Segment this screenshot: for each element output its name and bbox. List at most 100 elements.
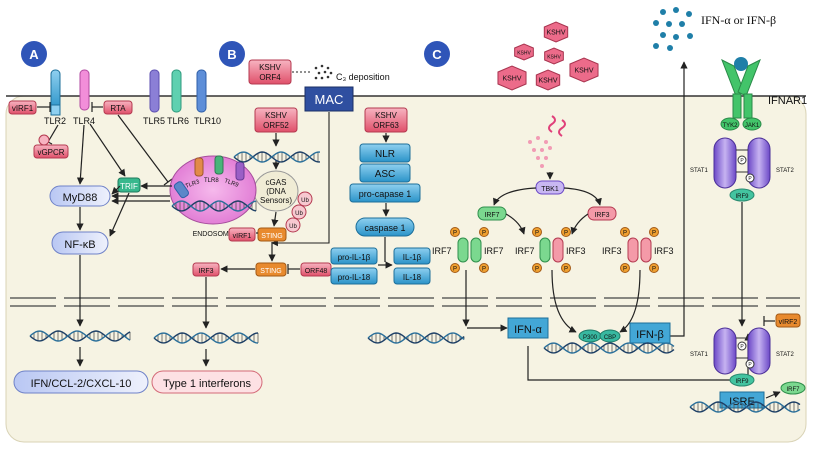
- svg-text:IRF7: IRF7: [432, 246, 452, 256]
- arrows-ifn: [738, 202, 775, 327]
- svg-text:P: P: [740, 344, 744, 350]
- svg-text:IRF9: IRF9: [735, 379, 749, 385]
- isre-arrow: [765, 391, 781, 399]
- panel-a-marker: A: [21, 41, 47, 67]
- svg-text:IFN/CCL-2/CXCL-10: IFN/CCL-2/CXCL-10: [31, 378, 132, 390]
- tlr5-label: TLR5: [143, 116, 165, 126]
- phosphate-label: P: [564, 266, 568, 272]
- kshv-virion-label: KSHV: [502, 76, 521, 83]
- svg-text:MAC: MAC: [315, 92, 344, 107]
- svg-text:IFN-β: IFN-β: [636, 329, 664, 341]
- ifnar1-label: IFNAR1: [768, 95, 807, 107]
- pro-caspase-1: pro-capase 1: [349, 183, 421, 203]
- svg-text:STING: STING: [260, 268, 281, 275]
- arrows-inflam: [378, 133, 393, 269]
- tlr5-receptor: [149, 69, 160, 113]
- svg-text:KSHV: KSHV: [375, 111, 397, 120]
- kshv-orf63: KSHV ORF63: [364, 107, 408, 133]
- mac-arrow: [271, 112, 330, 247]
- dna-helix-endosome: [171, 200, 257, 212]
- svg-text:IRF9: IRF9: [735, 194, 749, 200]
- svg-text:IRF7: IRF7: [786, 387, 800, 393]
- svg-text:IL-18: IL-18: [403, 273, 422, 282]
- svg-text:IRF7: IRF7: [515, 246, 535, 256]
- svg-text:A: A: [29, 47, 39, 62]
- svg-text:TLR3: TLR3: [185, 179, 201, 190]
- svg-text:STAT1: STAT1: [690, 168, 708, 174]
- arrows-a: [76, 123, 130, 367]
- irf3-dimer: IRF3 IRF3: [602, 237, 674, 263]
- sting-active: STING: [255, 262, 287, 277]
- virf1-protein-b: vIRF1: [228, 227, 256, 242]
- ifn-beta-gene: IFN-β: [629, 322, 671, 344]
- dna-helix-isre: [689, 401, 801, 413]
- output-a: IFN/CCL-2/CXCL-10: [13, 370, 149, 394]
- svg-text:Ub: Ub: [295, 211, 303, 217]
- panel-b-marker: B: [219, 41, 245, 67]
- svg-text:STAT2: STAT2: [776, 168, 794, 174]
- svg-text:ASC: ASC: [375, 169, 396, 180]
- tbk1-protein: TBK1: [535, 180, 565, 195]
- dna-helix-c-left: [367, 332, 465, 344]
- phosphate-label: P: [453, 230, 457, 236]
- svg-text:NLR: NLR: [375, 149, 395, 160]
- phosphate-label: P: [652, 266, 656, 272]
- phosphate-label: P: [482, 230, 486, 236]
- phosphate-label: P: [482, 266, 486, 272]
- svg-text:ORF63: ORF63: [373, 121, 399, 130]
- kshv-virion-label: KSHV: [547, 55, 561, 61]
- ifn-ligand-label: IFN-α or IFN-β: [701, 13, 776, 27]
- kshv-orf52: KSHV ORF52: [254, 107, 298, 133]
- tlr6-label: TLR6: [167, 116, 189, 126]
- phosphate-label: P: [535, 266, 539, 272]
- caspase-1: caspase 1: [355, 217, 415, 237]
- kshv-virion: KSHV: [497, 65, 527, 91]
- nuclear-membrane: [10, 297, 800, 307]
- svg-text:pro-capase 1: pro-capase 1: [359, 189, 412, 199]
- tlr6-receptor: [171, 69, 182, 113]
- dna-helix-c-right: [543, 342, 675, 354]
- svg-text:ENDOSOME: ENDOSOME: [193, 231, 234, 238]
- irf3-protein-c: IRF3: [587, 206, 617, 221]
- orf48-protein: ORF48: [300, 262, 332, 277]
- phosphate-label: P: [623, 230, 627, 236]
- nlr-protein: NLR: [359, 143, 411, 163]
- tlr4-label: TLR4: [73, 116, 95, 126]
- svg-text:B: B: [227, 47, 236, 62]
- tyk2-protein: TYK2: [720, 117, 740, 131]
- svg-text:vIRF1: vIRF1: [12, 104, 34, 113]
- svg-text:IRF3: IRF3: [654, 246, 674, 256]
- ifn-alpha-gene: IFN-α: [507, 317, 549, 339]
- cgas-sensor: cGAS (DNA Sensors): [253, 170, 299, 212]
- inhibition-lines-a: [37, 102, 173, 186]
- tlr10-receptor: [196, 69, 207, 113]
- ubiquitin-chain: Ub Ub Ub: [285, 191, 313, 233]
- irf3-protein-b: IRF3: [192, 262, 220, 277]
- viral-dna-fragments: [528, 136, 552, 168]
- irf7-protein-c: IRF7: [477, 206, 507, 221]
- kshv-virion: KSHV: [543, 21, 569, 43]
- c3-particles: [314, 64, 333, 80]
- sting-protein: STING: [257, 227, 287, 242]
- dna-helix-a: [29, 330, 131, 342]
- svg-text:Ub: Ub: [289, 224, 297, 230]
- kshv-virion-label: KSHV: [517, 51, 531, 57]
- dna-helix-cgas: [233, 151, 321, 163]
- rta-protein: RTA: [103, 100, 133, 115]
- irf7-irf3-heterodimer: IRF7 IRF3: [515, 237, 586, 263]
- jak1-protein: JAK1: [742, 117, 762, 131]
- kshv-orf4: KSHV ORF4: [248, 59, 292, 85]
- svg-text:CBP: CBP: [604, 335, 616, 341]
- arrows-c: [462, 61, 752, 381]
- svg-text:TLR9: TLR9: [223, 178, 239, 189]
- mac-complex: MAC: [304, 86, 354, 112]
- ifnar-receptor: [721, 57, 761, 119]
- il1b: IL-1β: [393, 247, 431, 265]
- svg-text:ORF4: ORF4: [259, 73, 281, 82]
- phosphate-label: P: [535, 230, 539, 236]
- svg-text:IFN-α: IFN-α: [514, 324, 542, 336]
- svg-text:Ub: Ub: [301, 198, 309, 204]
